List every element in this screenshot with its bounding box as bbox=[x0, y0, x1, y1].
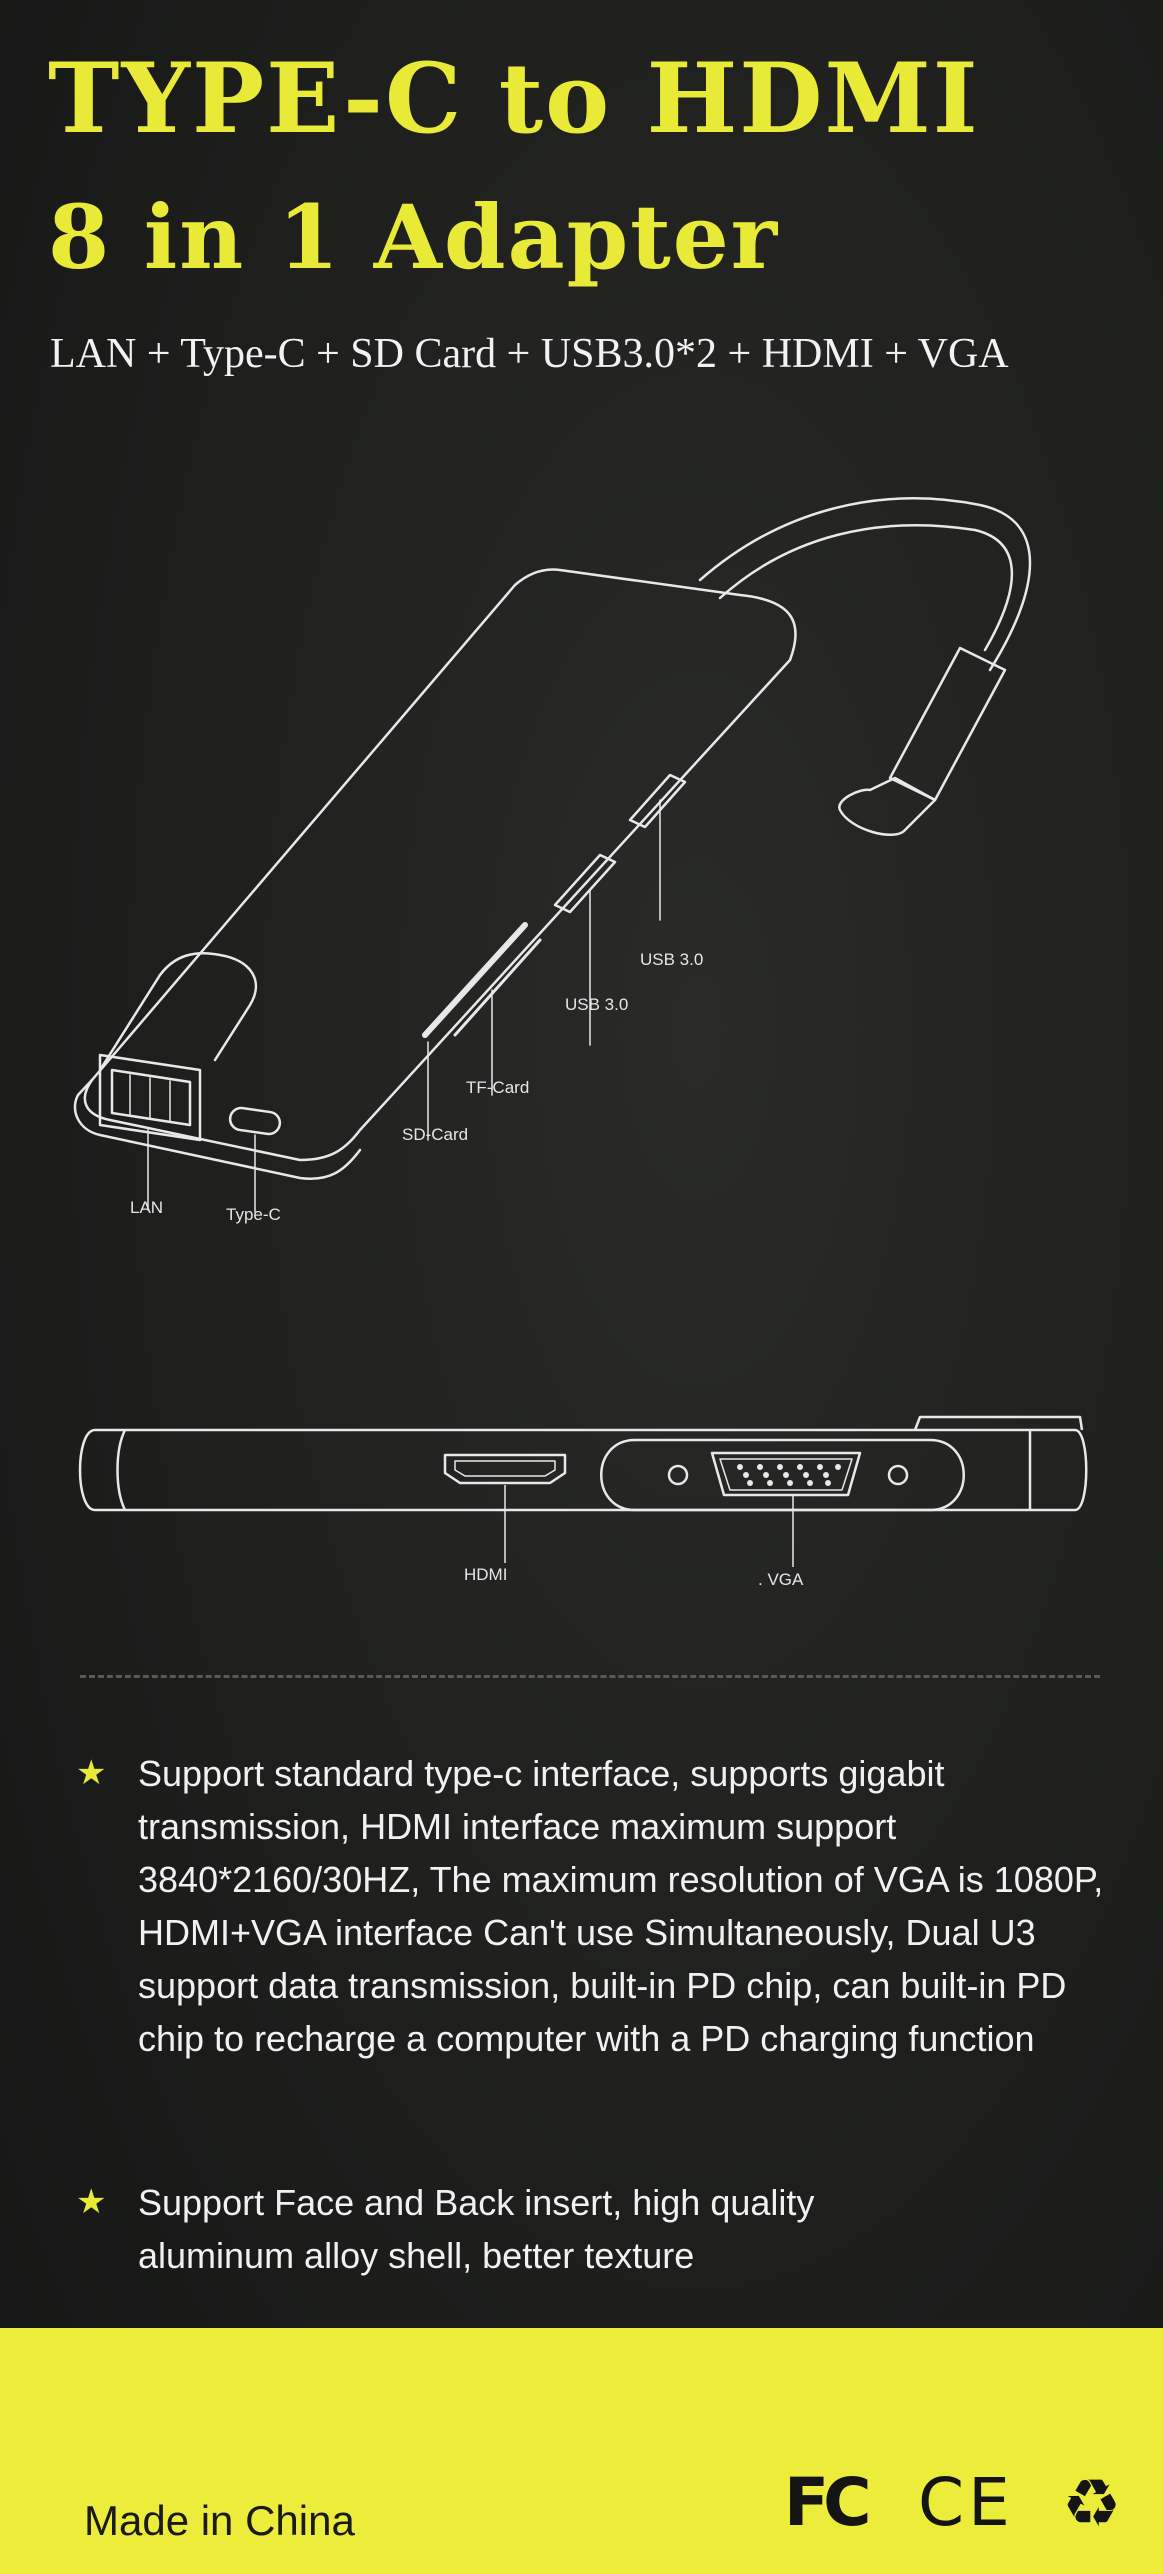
label-tf-card: TF-Card bbox=[466, 1078, 530, 1097]
dashed-divider bbox=[80, 1675, 1100, 1678]
made-in-label: Made in China bbox=[84, 2497, 355, 2544]
ce-certification-logo: CE bbox=[918, 2464, 1014, 2541]
title-line-2: 8 in 1 Adapter bbox=[48, 185, 780, 289]
label-usb-3-0-right: USB 3.0 bbox=[640, 950, 704, 969]
feature-item-1: ★ Support standard type-c interface, sup… bbox=[76, 1747, 1116, 2065]
label-vga: . VGA bbox=[758, 1570, 804, 1589]
star-bullet-icon: ★ bbox=[76, 1754, 107, 1792]
label-lan: LAN bbox=[130, 1198, 164, 1217]
label-sd-card: SD-Card bbox=[402, 1125, 469, 1144]
feature-text-1: Support standard type-c interface, suppo… bbox=[138, 1753, 1104, 2059]
star-bullet-icon: ★ bbox=[76, 2183, 107, 2221]
label-type-c: Type-C bbox=[226, 1205, 281, 1224]
label-usb-3-0-left: USB 3.0 bbox=[565, 995, 629, 1014]
recycle-icon: ♻ bbox=[1062, 2466, 1122, 2540]
label-hdmi: HDMI bbox=[464, 1565, 508, 1584]
adapter-top-view-drawing bbox=[73, 497, 1032, 1213]
footer-band bbox=[0, 2328, 1163, 2574]
subtitle: LAN + Type-C + SD Card + USB3.0*2 + HDMI… bbox=[50, 331, 1009, 377]
adapter-side-view-drawing bbox=[78, 1415, 1088, 1567]
feature-text-2: Support Face and Back insert, high quali… bbox=[138, 2182, 815, 2276]
fc-certification-logo: FC bbox=[784, 2464, 871, 2541]
feature-item-2: ★ Support Face and Back insert, high qua… bbox=[76, 2176, 1116, 2282]
title-line-1: TYPE-C to HDMI bbox=[48, 42, 980, 155]
